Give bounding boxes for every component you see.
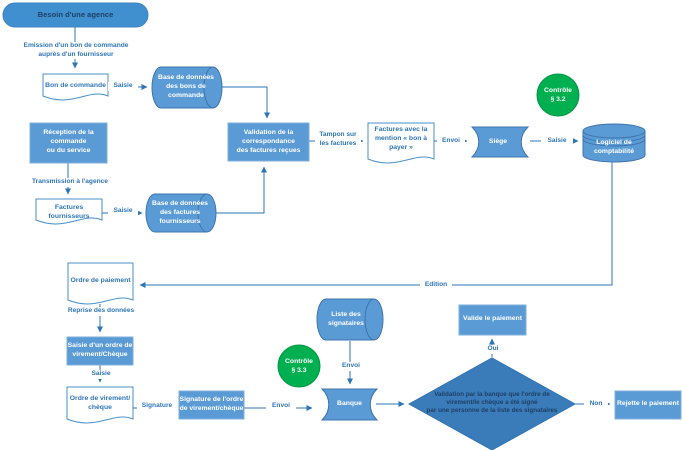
logiciel-cylinder-disc-1 — [582, 134, 646, 143]
controle-33-circle[interactable] — [277, 344, 321, 388]
connector-factures-validation — [216, 166, 267, 214]
factures-fournisseurs-document[interactable] — [35, 198, 103, 225]
liste-signataires-cylinder-seam — [364, 298, 375, 341]
bon-de-commande-document[interactable] — [42, 73, 109, 101]
logiciel-cylinder[interactable] — [582, 123, 646, 163]
logiciel-cylinder-disc-2 — [582, 138, 646, 147]
bdd-factures-cylinder[interactable] — [145, 193, 217, 233]
logiciel-cylinder-top — [582, 123, 646, 139]
signature-ordre-process[interactable] — [178, 390, 245, 420]
bdd-bons-cylinder-seam — [203, 66, 214, 109]
valide-paiement-process[interactable] — [458, 304, 527, 336]
decision-diamond[interactable] — [407, 357, 577, 450]
factures-mention-document[interactable] — [367, 122, 435, 164]
bdd-bons-cylinder[interactable] — [151, 66, 223, 109]
saisie-ordre-process[interactable] — [66, 336, 134, 366]
ordre-paiement-document[interactable] — [67, 262, 134, 305]
liste-signataires-cylinder[interactable] — [316, 298, 384, 341]
banque-stored-data[interactable] — [320, 388, 379, 421]
connector-edition — [139, 162, 613, 288]
bdd-factures-cylinder-seam — [197, 193, 208, 233]
validation-process[interactable] — [227, 122, 310, 162]
reception-process[interactable] — [29, 122, 108, 164]
connector-bons-validation — [222, 86, 270, 119]
ordre-virement-document[interactable] — [66, 386, 134, 424]
siege-stored-data[interactable] — [470, 126, 530, 158]
rejette-paiement-process[interactable] — [614, 390, 682, 420]
controle-32-circle[interactable] — [536, 73, 580, 117]
besoin-terminator[interactable] — [2, 2, 149, 28]
